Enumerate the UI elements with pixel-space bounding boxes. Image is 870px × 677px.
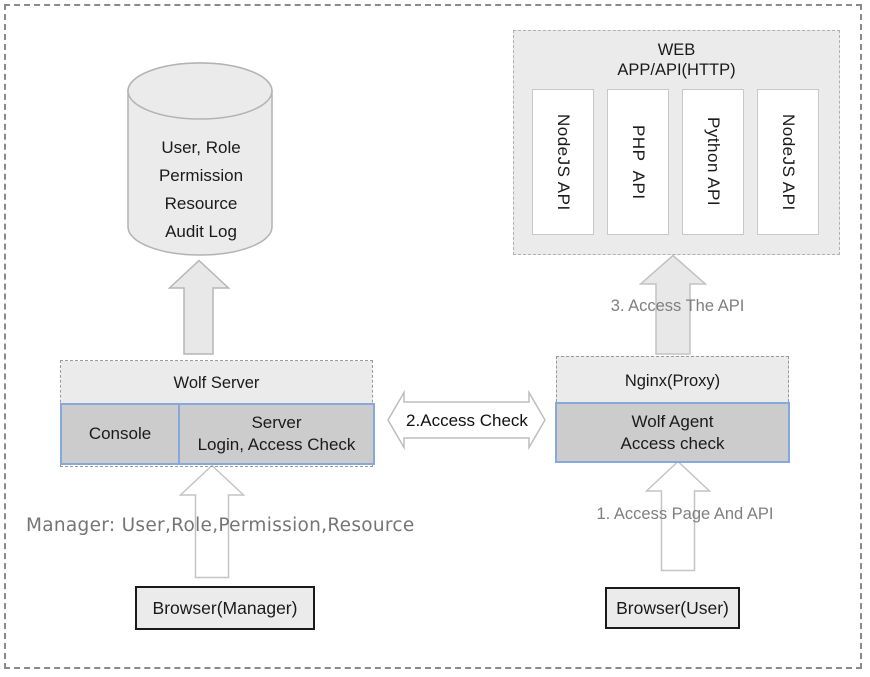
nginx-proxy-title: Nginx(Proxy) bbox=[556, 356, 789, 402]
arrow-up-user-to-nginx-icon bbox=[645, 460, 711, 572]
web-api-title-line1: WEB bbox=[657, 41, 696, 59]
service-box-python-api: Python API bbox=[682, 89, 744, 235]
browser-user-label: Browser(User) bbox=[616, 597, 729, 618]
wolf-agent-line2: Access check bbox=[620, 433, 725, 453]
browser-user-box: Browser(User) bbox=[605, 587, 740, 629]
browser-manager-label: Browser(Manager) bbox=[152, 597, 298, 618]
wolf-server-title: Wolf Server bbox=[61, 361, 372, 403]
service-box-php-api: PHP API bbox=[607, 89, 669, 235]
service-label: PHP API bbox=[629, 124, 648, 200]
wolf-server-cells: Console Server Login, Access Check bbox=[60, 403, 375, 465]
database-line: User, Role bbox=[161, 138, 241, 157]
wolf-server-box: Wolf Server Console Server Login, Access… bbox=[60, 360, 375, 467]
service-label: NodeJS API bbox=[554, 113, 573, 211]
label-access-page-and-api: 1. Access Page And API bbox=[596, 505, 774, 523]
web-api-title: WEB APP/API(HTTP) bbox=[514, 40, 839, 80]
diagram-border bbox=[4, 4, 862, 669]
server-cell: Server Login, Access Check bbox=[180, 405, 373, 463]
web-api-group-box: WEB APP/API(HTTP) NodeJS API PHP API Pyt… bbox=[513, 30, 840, 255]
server-cell-line2: Login, Access Check bbox=[197, 435, 356, 454]
wolf-agent-cell: Wolf Agent Access check bbox=[555, 402, 790, 463]
service-box-nodejs-api-1: NodeJS API bbox=[532, 89, 594, 235]
database-line: Audit Log bbox=[165, 222, 237, 241]
browser-manager-box: Browser(Manager) bbox=[135, 586, 315, 630]
label-access-the-api: 3. Access The API bbox=[610, 297, 745, 315]
label-access-check: 2.Access Check bbox=[406, 411, 528, 430]
label-manager-capabilities: Manager: User,Role,Permission,Resource bbox=[26, 515, 415, 536]
database-line: Resource bbox=[164, 194, 238, 213]
arrow-up-server-to-database-icon bbox=[168, 259, 230, 355]
database-cylinder-icon bbox=[127, 62, 273, 256]
arrow-up-manager-to-wolfserver-icon bbox=[179, 464, 245, 579]
service-box-nodejs-api-2: NodeJS API bbox=[757, 89, 819, 235]
service-label: Python API bbox=[704, 117, 723, 207]
web-api-title-line2: APP/API(HTTP) bbox=[617, 61, 736, 79]
console-cell: Console bbox=[62, 405, 180, 463]
server-cell-line1: Server bbox=[251, 413, 302, 432]
database-line: Permission bbox=[158, 166, 244, 185]
arrow-up-nginx-to-webapi-icon bbox=[639, 254, 707, 355]
database-label: User, Role Permission Resource Audit Log bbox=[126, 134, 276, 246]
wolf-agent-line1: Wolf Agent bbox=[631, 411, 714, 431]
service-label: NodeJS API bbox=[779, 113, 798, 211]
arrow-double-access-check-icon bbox=[387, 390, 546, 451]
